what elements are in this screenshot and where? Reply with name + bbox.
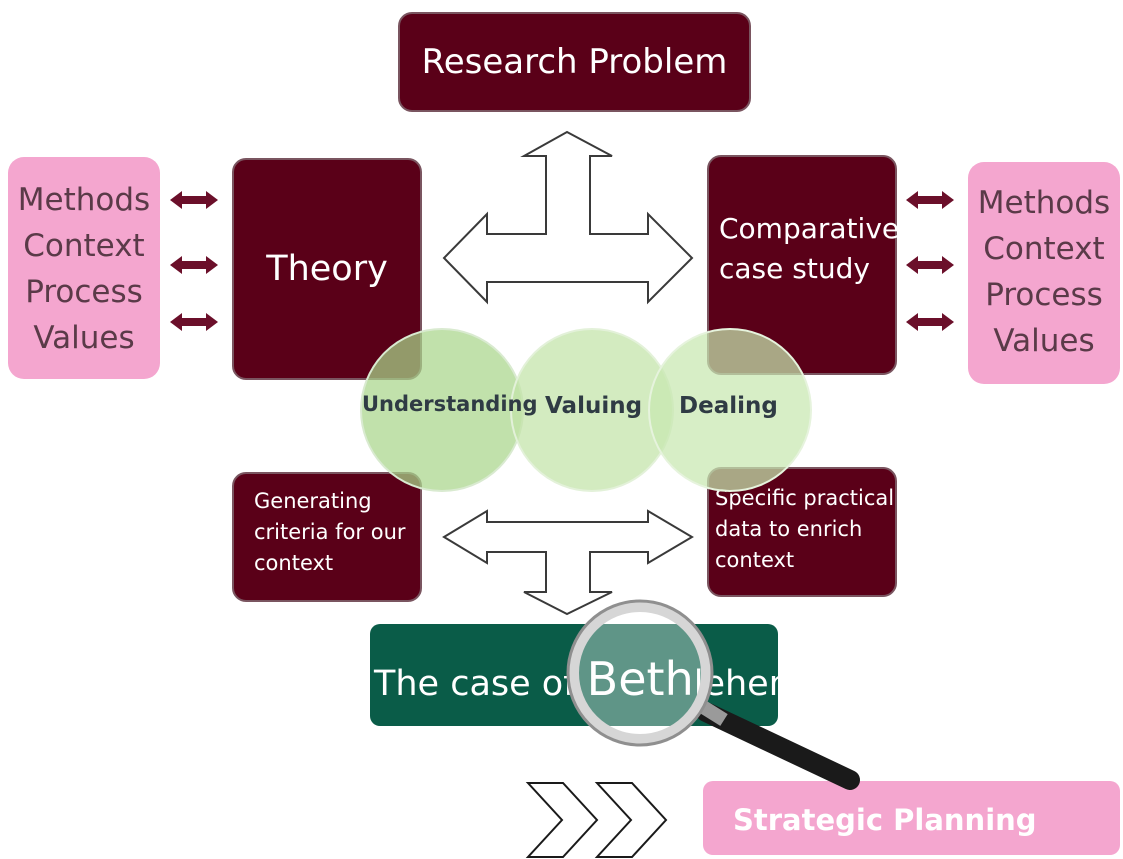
left-aspect-values: Values: [33, 320, 135, 356]
left-aspect-process: Process: [25, 274, 143, 310]
chevron-icon: [525, 782, 668, 858]
dealing-label: Dealing: [679, 393, 778, 419]
research-problem-box: Research Problem: [398, 12, 751, 112]
strategic-planning-box: Strategic Planning: [703, 781, 1120, 855]
right-aspect-methods: Methods: [977, 185, 1111, 221]
right-aspect-process: Process: [985, 277, 1103, 313]
research-problem-label: Research Problem: [421, 42, 728, 82]
double-arrow-icon: [170, 191, 218, 209]
valuing-label: Valuing: [545, 393, 643, 419]
bottom-t-arrow: [442, 509, 694, 616]
double-arrow-icon: [170, 313, 218, 331]
comparative-line2: case study: [719, 252, 870, 285]
left-aspect-methods: Methods: [17, 182, 151, 218]
generating-line1: Generating: [254, 489, 372, 513]
double-arrow-icon: [906, 256, 954, 274]
theory-box: Theory: [232, 158, 422, 380]
double-arrow-icon: [906, 313, 954, 331]
specific-line2: data to enrich: [715, 517, 863, 541]
double-arrow-icon: [906, 191, 954, 209]
generating-line2: criteria for our: [254, 520, 406, 544]
double-arrow-icon: [170, 256, 218, 274]
understanding-label: Understanding: [362, 392, 538, 416]
right-aspects-list: Methods Context Process Values: [968, 162, 1120, 384]
magnifier-icon: [566, 599, 860, 790]
top-t-arrow: [442, 130, 694, 305]
theory-label: Theory: [266, 249, 388, 289]
left-aspect-context: Context: [23, 228, 145, 264]
left-aspects-list: Methods Context Process Values: [8, 157, 160, 379]
generating-line3: context: [254, 551, 334, 575]
dealing-circle: [648, 328, 812, 492]
bethlehem-case-label: The case of Bethlehem: [374, 652, 803, 706]
case-prefix: The case of: [374, 664, 587, 704]
specific-line3: context: [715, 548, 795, 572]
comparative-line1: Comparative: [719, 212, 900, 245]
strategic-planning-label: Strategic Planning: [733, 803, 1037, 837]
right-aspect-context: Context: [983, 231, 1105, 267]
right-aspect-values: Values: [993, 323, 1095, 359]
generating-criteria-box: Generating criteria for our context: [232, 472, 422, 602]
case-magnified-text: Beth: [586, 652, 694, 706]
